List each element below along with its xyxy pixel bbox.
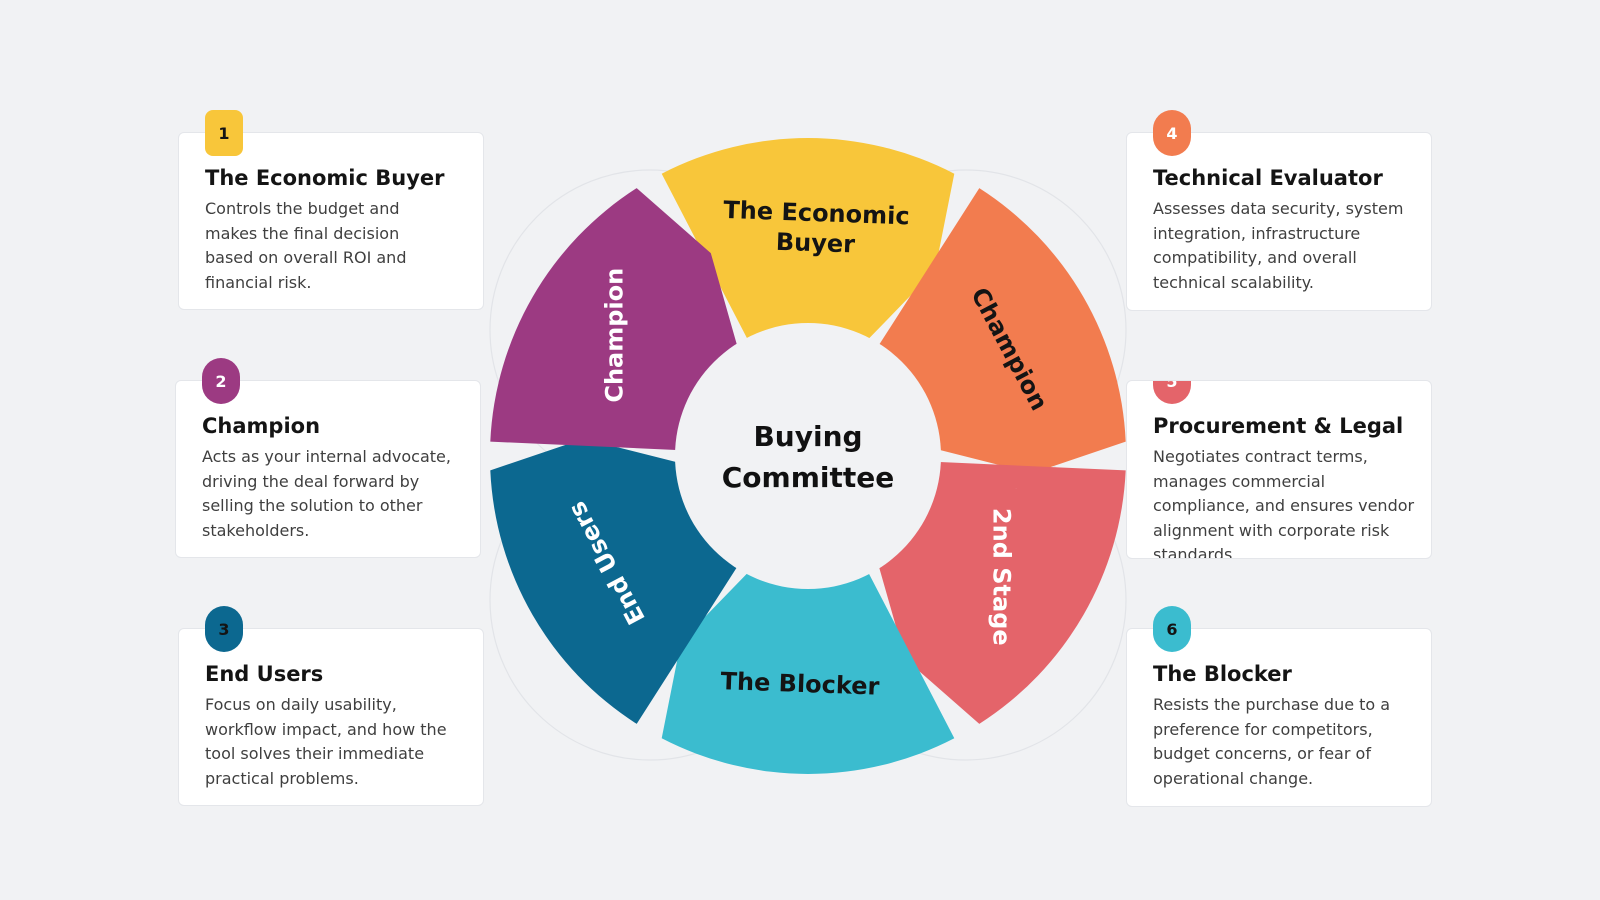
card-title: The Blocker (1153, 662, 1292, 686)
segment-label-line: The Blocker (720, 667, 880, 701)
wheel-segment-label-1: The EconomicBuyer (722, 196, 910, 260)
card-title: Procurement & Legal (1153, 414, 1404, 438)
card-description: Negotiates contract terms,manages commer… (1153, 447, 1415, 559)
wheel-segment-2 (879, 188, 1126, 474)
wheel-segment-5 (490, 438, 737, 724)
wheel-center-disc (675, 323, 941, 589)
segment-label-line: Buyer (775, 228, 855, 259)
step-badge-2: 2 (202, 358, 240, 404)
step-badge-3: 3 (205, 606, 243, 652)
card-title: Technical Evaluator (1153, 166, 1383, 190)
card-title: The Economic Buyer (205, 166, 445, 190)
segment-label-line: The Economic (723, 196, 910, 230)
card-title: End Users (205, 662, 324, 686)
segment-label-line: Champion (601, 268, 629, 403)
wheel-segment-label-4: The Blocker (720, 667, 880, 701)
center-title-line2: Committee (722, 461, 894, 494)
wheel-segment-4 (661, 573, 955, 774)
wheel-segments (490, 138, 1126, 774)
step-badge-5: 5 (1153, 381, 1191, 404)
role-card-procurement-legal: 5 Procurement & Legal Negotiates contrac… (1126, 380, 1432, 559)
role-card-champion: 2 Champion Acts as your internal advocat… (175, 358, 481, 558)
wheel-segment-6 (490, 188, 737, 450)
wheel-segment-1 (661, 138, 955, 339)
role-card-blocker: 6 The Blocker Resists the purchase due t… (1126, 606, 1432, 807)
card-description: Focus on daily usability,workflow impact… (205, 695, 447, 788)
wheel-segment-label-6: Champion (601, 268, 629, 403)
role-card-technical-evaluator: 4 Technical Evaluator Assesses data secu… (1126, 110, 1432, 311)
step-badge-6: 6 (1153, 606, 1191, 652)
role-card-end-users: 3 End Users Focus on daily usability,wor… (178, 606, 484, 806)
segment-label-line: 2nd Stage (987, 508, 1015, 646)
card-title: Champion (202, 414, 321, 438)
card-description: Acts as your internal advocate,driving t… (202, 447, 451, 540)
role-card-economic-buyer: 1 The Economic Buyer Controls the budget… (178, 110, 484, 310)
step-badge-1: 1 (205, 110, 243, 156)
step-badge-4: 4 (1153, 110, 1191, 156)
wheel-segment-label-3: 2nd Stage (987, 508, 1015, 646)
center-title-line1: Buying (753, 420, 862, 453)
wheel-segment-3 (879, 462, 1126, 724)
